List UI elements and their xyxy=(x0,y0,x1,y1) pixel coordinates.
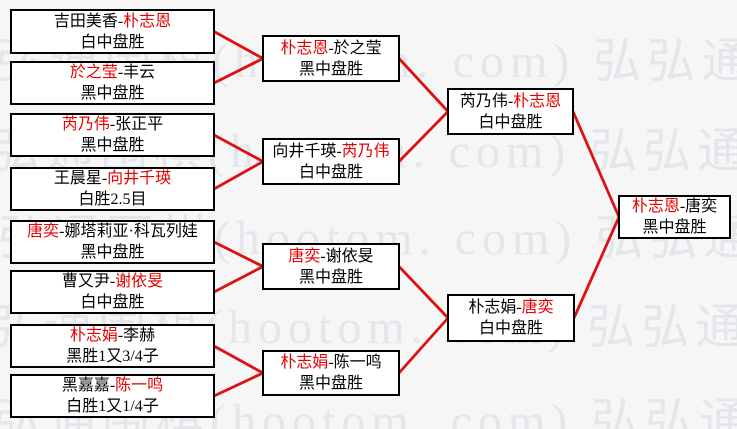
round1-match-8-box: 黑嘉嘉-陈一鸣 白胜1又1/4子 xyxy=(10,374,215,418)
match-result: 黑中盘胜 xyxy=(80,244,145,261)
match-result: 黑中盘胜 xyxy=(298,60,363,78)
vs-dash: - xyxy=(117,327,124,344)
round1-match-2-box: 於之莹-丰云 黑中盘胜 xyxy=(10,61,215,105)
player-right: 陈一鸣 xyxy=(333,354,382,371)
player-left: 於之莹 xyxy=(69,64,118,81)
round1-match-6-box: 曹又尹-谢依旻 白中盘胜 xyxy=(10,270,215,314)
matchup-line: 朴志娟-唐奕 xyxy=(468,297,553,318)
match-result: 白胜1又1/4子 xyxy=(66,398,159,415)
matchup-line: 於之莹-丰云 xyxy=(70,62,155,83)
matchup-line: 芮乃伟-朴志恩 xyxy=(460,91,561,112)
player-right: 於之莹 xyxy=(333,39,382,57)
player-right: 娜塔莉亚·科瓦列娃 xyxy=(64,223,198,240)
player-left: 朴志娟 xyxy=(468,299,517,316)
match-result: 白中盘胜 xyxy=(298,163,363,181)
vs-dash: - xyxy=(336,142,342,160)
semifinal-2-box: 朴志娟-唐奕 白中盘胜 xyxy=(447,294,575,342)
round1-match-1-box: 吉田美香-朴志恩 白中盘胜 xyxy=(10,9,215,54)
player-right: 朴志恩 xyxy=(513,92,562,110)
player-right: 唐奕 xyxy=(685,198,718,215)
player-left: 向井千瑛 xyxy=(272,142,337,160)
matchup-line: 唐奕-娜塔莉亚·科瓦列娃 xyxy=(27,221,198,242)
matchup-line: 朴志娟-李赫 xyxy=(70,325,155,346)
semifinal-1-box: 芮乃伟-朴志恩 白中盘胜 xyxy=(447,88,574,135)
vs-dash: - xyxy=(109,377,116,394)
round1-match-7-box: 朴志娟-李赫 黑胜1又3/4子 xyxy=(10,324,215,368)
player-left: 王晨星 xyxy=(53,170,102,187)
match-result: 白中盘胜 xyxy=(80,294,145,311)
vs-dash: - xyxy=(516,299,522,316)
round2-match-3-box: 唐奕-谢依旻 黑中盘胜 xyxy=(262,243,400,290)
round1-match-3-box: 芮乃伟-张正平 黑中盘胜 xyxy=(10,113,215,157)
match-result: 白中盘胜 xyxy=(80,33,145,51)
player-right: 芮乃伟 xyxy=(341,142,390,160)
player-right: 谢依旻 xyxy=(325,247,374,265)
player-right: 朴志恩 xyxy=(123,12,172,30)
match-result: 白中盘胜 xyxy=(478,113,543,131)
vs-dash: - xyxy=(101,170,108,187)
vs-dash: - xyxy=(117,12,124,30)
vs-dash: - xyxy=(59,223,65,240)
player-left: 吉田美香 xyxy=(53,12,118,30)
round1-match-4-box: 王晨星-向井千瑛 白胜2.5目 xyxy=(10,167,215,211)
matchup-line: 朴志恩-於之莹 xyxy=(280,38,381,59)
vs-dash: - xyxy=(320,247,326,265)
match-result: 黑中盘胜 xyxy=(80,85,145,102)
player-right: 唐奕 xyxy=(521,299,554,316)
player-left: 朴志娟 xyxy=(69,327,118,344)
vs-dash: - xyxy=(328,39,334,57)
vs-dash: - xyxy=(328,354,334,371)
player-left: 唐奕 xyxy=(27,223,60,240)
matchup-line: 王晨星-向井千瑛 xyxy=(54,168,171,189)
player-right: 丰云 xyxy=(123,64,156,81)
vs-dash: - xyxy=(109,116,116,133)
round2-match-4-box: 朴志娟-陈一鸣 黑中盘胜 xyxy=(262,350,400,396)
match-result: 黑中盘胜 xyxy=(80,137,145,154)
player-right: 向井千瑛 xyxy=(107,170,172,187)
round2-match-2-box: 向井千瑛-芮乃伟 白中盘胜 xyxy=(262,138,400,185)
player-left: 朴志恩 xyxy=(280,39,329,57)
round2-match-1-box: 朴志恩-於之莹 黑中盘胜 xyxy=(262,35,400,82)
match-result: 白胜2.5目 xyxy=(78,191,147,208)
vs-dash: - xyxy=(109,273,116,290)
vs-dash: - xyxy=(679,198,686,215)
matchup-line: 唐奕-谢依旻 xyxy=(288,246,373,267)
vs-dash: - xyxy=(117,64,124,81)
player-right: 李赫 xyxy=(123,327,156,344)
match-result: 黑中盘胜 xyxy=(298,268,363,286)
matchup-line: 吉田美香-朴志恩 xyxy=(54,11,171,32)
player-left: 曹又尹 xyxy=(61,273,110,290)
round1-match-5-box: 唐奕-娜塔莉亚·科瓦列娃 黑中盘胜 xyxy=(10,220,215,264)
player-right: 陈一鸣 xyxy=(115,377,164,394)
matchup-line: 芮乃伟-张正平 xyxy=(62,114,163,135)
player-right: 谢依旻 xyxy=(115,273,164,290)
match-result: 白中盘胜 xyxy=(478,320,543,337)
matchup-line: 朴志娟-陈一鸣 xyxy=(280,352,381,373)
player-left: 芮乃伟 xyxy=(459,92,508,110)
match-result: 黑胜1又3/4子 xyxy=(66,348,159,365)
matchup-line: 向井千瑛-芮乃伟 xyxy=(272,141,389,162)
player-left: 芮乃伟 xyxy=(61,116,110,133)
player-left: 朴志娟 xyxy=(280,354,329,371)
player-left: 唐奕 xyxy=(288,247,321,265)
final-match-box: 朴志恩-唐奕 黑中盘胜 xyxy=(618,195,731,239)
player-left: 朴志恩 xyxy=(631,198,680,215)
player-right: 张正平 xyxy=(115,116,164,133)
matchup-line: 曹又尹-谢依旻 xyxy=(62,271,163,292)
matchup-line: 朴志恩-唐奕 xyxy=(632,196,717,217)
match-result: 黑中盘胜 xyxy=(298,375,363,392)
match-result: 黑中盘胜 xyxy=(642,219,707,236)
vs-dash: - xyxy=(507,92,514,110)
matchup-line: 黑嘉嘉-陈一鸣 xyxy=(62,375,163,396)
player-left: 黑嘉嘉 xyxy=(61,377,110,394)
